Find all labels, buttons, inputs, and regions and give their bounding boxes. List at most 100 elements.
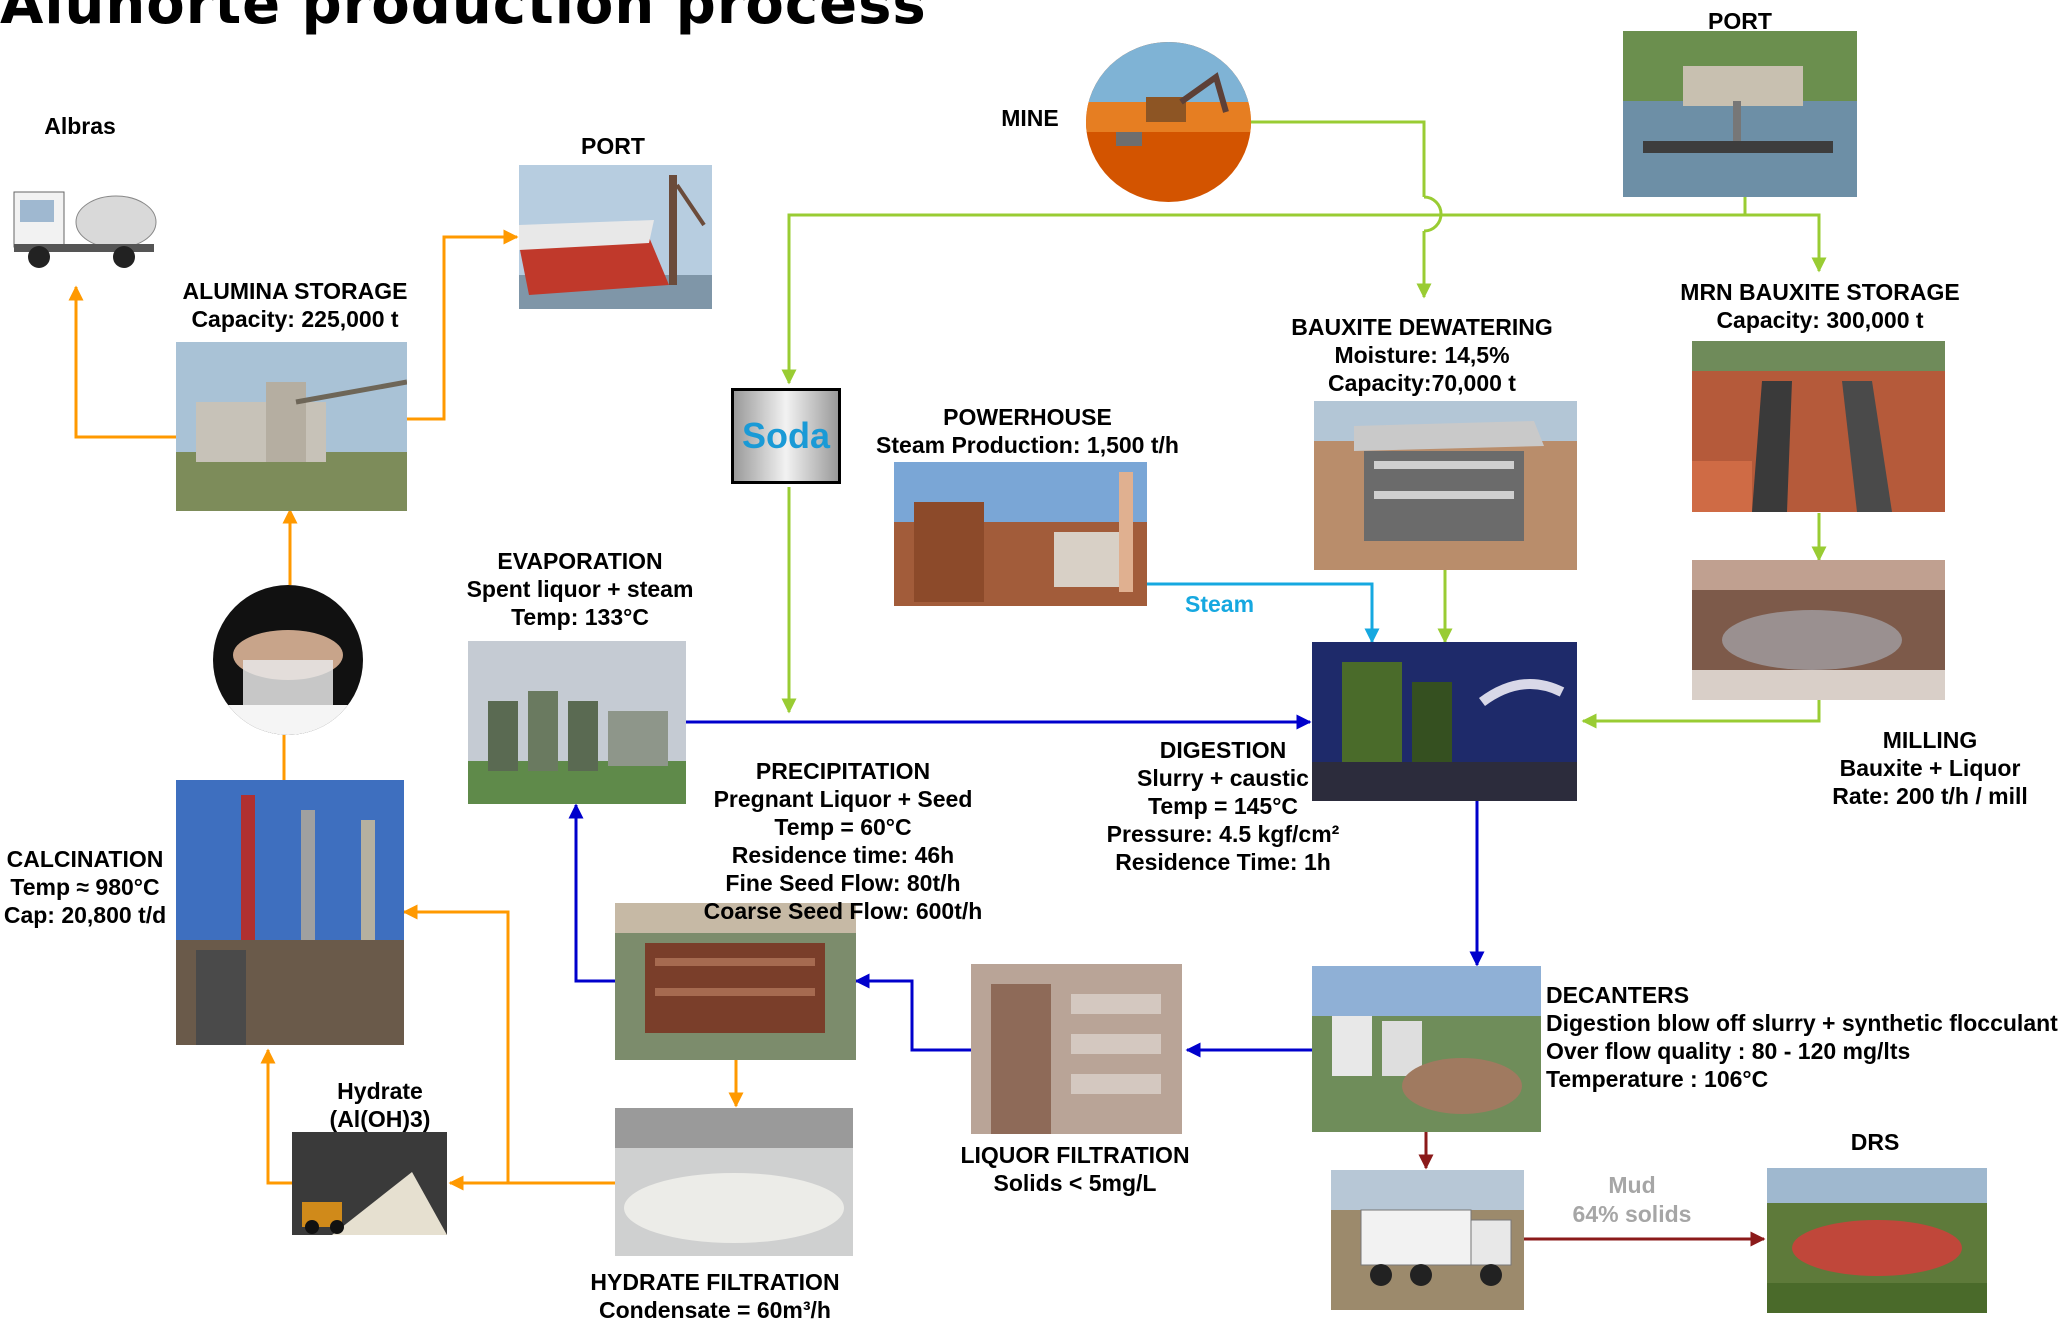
decanters-input: Digestion blow off slurry + synthetic fl…: [1546, 1010, 2058, 1036]
decanters-title: DECANTERS: [1546, 982, 1690, 1008]
mrn-storage-title: MRN BAUXITE STORAGE: [1680, 279, 1960, 305]
evaporation-title: EVAPORATION: [497, 548, 663, 574]
evaporation-temp: Temp: 133°C: [511, 604, 649, 630]
precipitation-image: [615, 903, 856, 1060]
mine-label: MINE: [970, 104, 1090, 132]
digestion-temp: Temp = 145°C: [1147, 793, 1299, 819]
precipitation-title: PRECIPITATION: [755, 758, 931, 784]
port-left-title: PORT: [581, 133, 645, 159]
soda-label: Soda: [741, 415, 830, 456]
edge-filtration-to-precipitation: [854, 973, 971, 1052]
mud-truck-image: [1331, 1170, 1524, 1310]
hydrate-label: Hydrate (Al(OH)3): [310, 1077, 450, 1133]
alumina-storage-title: ALUMINA STORAGE: [182, 278, 408, 304]
mine-image: [1086, 42, 1251, 202]
mud-edge-label: Mud 64% solids: [1562, 1171, 1702, 1229]
drs-image: [1767, 1168, 1987, 1313]
dewatering-label: BAUXITE DEWATERING Moisture: 14,5% Capac…: [1262, 313, 1582, 397]
milling-title: MILLING: [1882, 727, 1978, 753]
digestion-input: Slurry + caustic: [1137, 765, 1309, 791]
calcination-temp: Temp ≈ 980°C: [10, 874, 160, 900]
hydrate-filtration-title: HYDRATE FILTRATION: [590, 1269, 840, 1295]
decanters-label: DECANTERS Digestion blow off slurry + sy…: [1546, 981, 2066, 1093]
edge-hydrate-to-calcination: [260, 1048, 292, 1185]
edge-mine-to-dewatering: [1250, 120, 1424, 297]
edge-steam: [1147, 582, 1380, 644]
edge-to-calcination: [402, 904, 510, 1183]
calcination-capacity: Cap: 20,800 t/d: [3, 902, 167, 928]
precipitation-label: PRECIPITATION Pregnant Liquor + Seed Tem…: [688, 757, 998, 925]
powerhouse-image: [894, 462, 1147, 606]
drs-title: DRS: [1850, 1129, 1900, 1155]
precipitation-input: Pregnant Liquor + Seed: [713, 786, 973, 812]
mrn-storage-capacity: Capacity: 300,000 t: [1716, 307, 1924, 333]
mrn-storage-image: [1692, 341, 1945, 512]
edge-port-to-soda: [781, 197, 1747, 385]
mrn-storage-label: MRN BAUXITE STORAGE Capacity: 300,000 t: [1650, 278, 1990, 334]
decanters-temp: Temperature : 106°C: [1546, 1066, 1769, 1092]
precipitation-temp: Temp = 60°C: [774, 814, 912, 840]
precipitation-coarse-seed: Coarse Seed Flow: 600t/h: [703, 898, 983, 924]
mud-edge-title: Mud: [1608, 1172, 1656, 1198]
liquor-filtration-solids: Solids < 5mg/L: [993, 1170, 1157, 1196]
dewatering-moisture: Moisture: 14,5%: [1334, 342, 1510, 368]
decanters-overflow: Over flow quality : 80 - 120 mg/lts: [1546, 1038, 1911, 1064]
port-right-label: PORT: [1660, 7, 1820, 35]
albras-label: Albras: [0, 112, 160, 140]
calcination-image: [176, 780, 404, 1045]
soda-box: Soda: [731, 388, 841, 484]
digestion-image: [1312, 642, 1577, 801]
calcination-title: CALCINATION: [6, 846, 164, 872]
calcination-label: CALCINATION Temp ≈ 980°C Cap: 20,800 t/d: [0, 845, 170, 929]
edge-milling-to-digestion: [1581, 700, 1821, 729]
dewatering-capacity: Capacity:70,000 t: [1328, 370, 1516, 396]
hydrate-image: [292, 1132, 447, 1235]
liquor-filtration-title: LIQUOR FILTRATION: [960, 1142, 1190, 1168]
evaporation-input: Spent liquor + steam: [466, 576, 694, 602]
edge-storage-to-port: [407, 229, 519, 421]
dewatering-image: [1314, 401, 1577, 570]
alumina-storage-capacity: Capacity: 225,000 t: [191, 306, 399, 332]
port-right-title: PORT: [1708, 8, 1772, 34]
evaporation-label: EVAPORATION Spent liquor + steam Temp: 1…: [430, 547, 730, 631]
alumina-storage-image: [176, 342, 407, 511]
edge-storage-to-albras: [68, 285, 176, 439]
port-aerial-image: [1623, 31, 1857, 197]
mud-edge-solids: 64% solids: [1572, 1201, 1692, 1227]
powerhouse-steam: Steam Production: 1,500 t/h: [876, 432, 1179, 458]
hydrate-filtration-condensate: Condensate = 60m³/h: [599, 1297, 831, 1323]
port-left-label: PORT: [533, 132, 693, 160]
hydrate-title: Hydrate: [337, 1078, 423, 1104]
alumina-hands-image: [213, 585, 363, 735]
edge-port-to-mrn-storage: [1745, 213, 1827, 273]
milling-image: [1692, 560, 1945, 700]
powerhouse-label: POWERHOUSE Steam Production: 1,500 t/h: [855, 403, 1200, 459]
dewatering-title: BAUXITE DEWATERING: [1291, 314, 1553, 340]
port-ship-image: [519, 165, 712, 309]
powerhouse-title: POWERHOUSE: [943, 404, 1112, 430]
digestion-residence: Residence Time: 1h: [1115, 849, 1331, 875]
edge-precipitation-to-evaporation: [568, 803, 615, 983]
mine-title: MINE: [1001, 105, 1059, 131]
steam-edge-label: Steam: [1185, 591, 1255, 617]
digestion-pressure: Pressure: 4.5 kgf/cm²: [1106, 821, 1340, 847]
digestion-title: DIGESTION: [1159, 737, 1287, 763]
liquor-filtration-label: LIQUOR FILTRATION Solids < 5mg/L: [945, 1141, 1205, 1197]
drs-label: DRS: [1820, 1128, 1930, 1156]
albras-title: Albras: [44, 113, 116, 139]
hydrate-formula: (Al(OH)3): [329, 1106, 431, 1132]
decanters-image: [1312, 966, 1541, 1132]
hydrate-filtration-label: HYDRATE FILTRATION Condensate = 60m³/h: [560, 1268, 870, 1324]
milling-input: Bauxite + Liquor: [1839, 755, 2021, 781]
milling-label: MILLING Bauxite + Liquor Rate: 200 t/h /…: [1800, 726, 2060, 810]
milling-rate: Rate: 200 t/h / mill: [1832, 783, 2028, 809]
albras-truck-image: [4, 152, 158, 277]
alumina-storage-label: ALUMINA STORAGE Capacity: 225,000 t: [140, 277, 450, 333]
evaporation-image: [468, 641, 686, 804]
precipitation-fine-seed: Fine Seed Flow: 80t/h: [725, 870, 961, 896]
liquor-filtration-image: [971, 964, 1182, 1134]
hydrate-filtration-image: [615, 1108, 853, 1256]
precipitation-residence: Residence time: 46h: [731, 842, 955, 868]
digestion-label: DIGESTION Slurry + caustic Temp = 145°C …: [1086, 736, 1360, 876]
